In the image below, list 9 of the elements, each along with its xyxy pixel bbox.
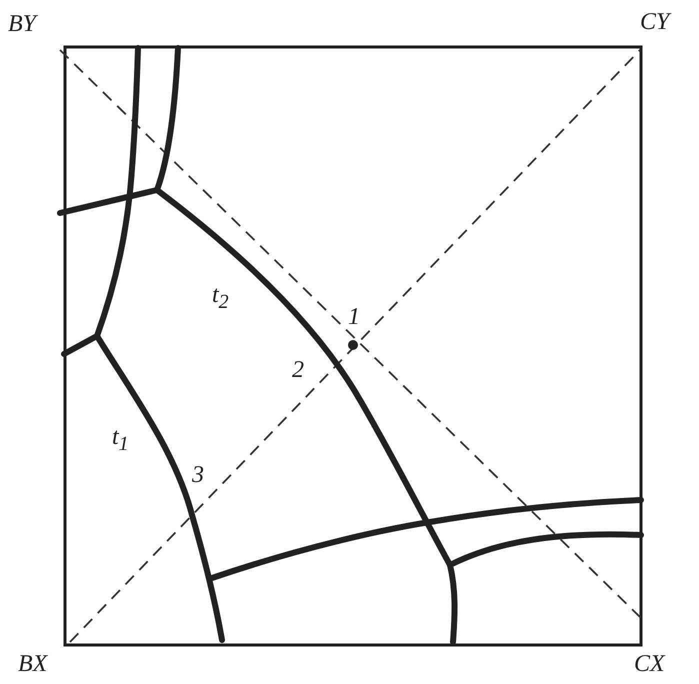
point-number: 1 xyxy=(348,305,360,329)
curve-label: t$_{1}$ xyxy=(112,425,129,454)
corner-label: CY xyxy=(640,10,670,34)
corner-label: BY xyxy=(8,12,36,36)
corner-label: BX xyxy=(18,652,48,676)
corner-label: CX xyxy=(634,652,665,676)
point-number: 2 xyxy=(292,358,304,382)
point-number: 3 xyxy=(192,463,204,487)
curve-label: t$_{2}$ xyxy=(212,283,229,312)
